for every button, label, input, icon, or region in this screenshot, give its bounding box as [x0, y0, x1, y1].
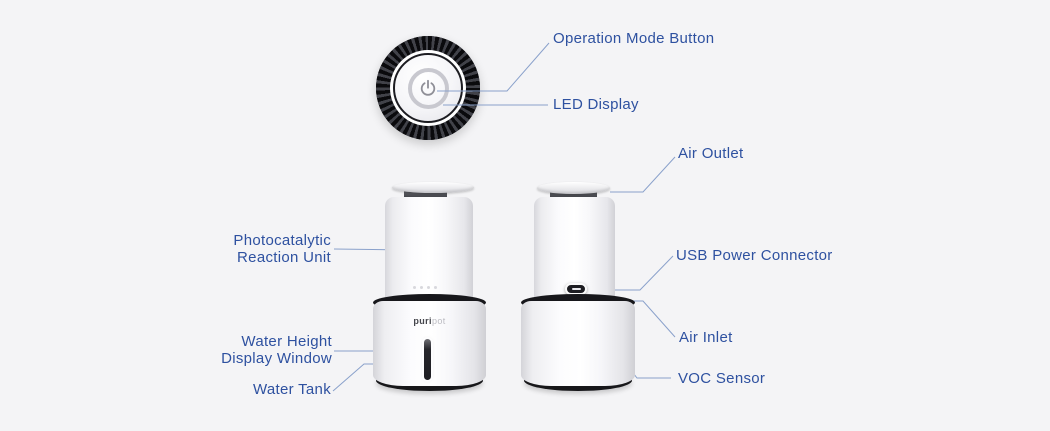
label-water-height-display-window: Water Height Display Window [221, 333, 332, 367]
label-water-tank: Water Tank [252, 381, 331, 398]
label-photocatalytic-line2: Reaction Unit [237, 248, 331, 266]
brand-logo-primary: puri [413, 316, 432, 326]
device-top-view [376, 36, 480, 140]
label-operation-mode-button: Operation Mode Button [553, 30, 715, 47]
label-air-outlet: Air Outlet [678, 145, 744, 162]
usb-tongue [571, 287, 581, 291]
level-marks [413, 286, 437, 289]
label-voc-sensor: VOC Sensor [678, 370, 766, 387]
label-photocatalytic-reaction-unit: Photocatalytic Reaction Unit [233, 232, 331, 266]
label-photocatalytic-line1: Photocatalytic [233, 232, 331, 249]
water-tank-back [521, 301, 635, 386]
water-height-display-window [424, 339, 431, 380]
brand-logo: puripot [373, 316, 486, 326]
device-back-view [521, 182, 635, 394]
label-water-height-line2: Display Window [221, 349, 332, 367]
label-air-inlet: Air Inlet [679, 329, 733, 346]
label-water-height-line1: Water Height [241, 333, 332, 350]
air-outlet-cap [537, 182, 610, 194]
photocatalytic-reaction-unit [385, 197, 473, 313]
label-led-display: LED Display [553, 96, 639, 113]
brand-logo-secondary: pot [431, 316, 446, 326]
air-outlet-cap [392, 182, 474, 193]
label-usb-power-connector: USB Power Connector [676, 247, 833, 264]
device-front-view: puripot [373, 182, 486, 394]
power-icon [420, 79, 436, 96]
